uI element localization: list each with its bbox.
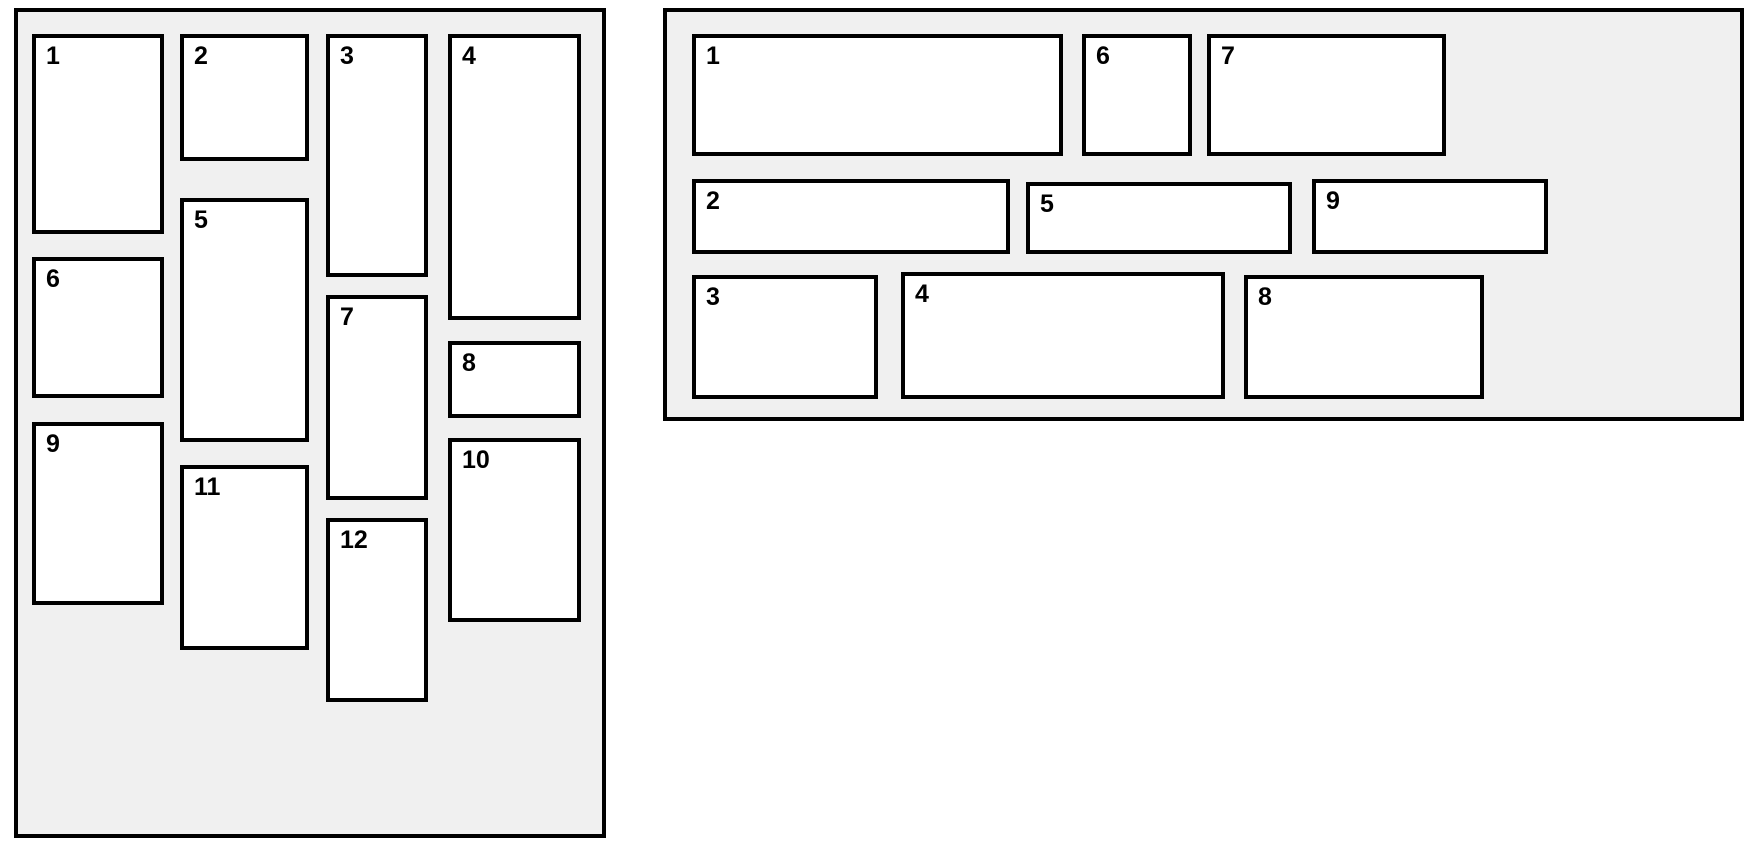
cell-1[interactable]: 1 — [32, 34, 164, 234]
cell-8[interactable]: 8 — [448, 341, 581, 418]
cell-label: 2 — [706, 187, 720, 215]
cell-label: 9 — [46, 430, 60, 458]
cell-label: 4 — [915, 280, 929, 308]
cell-5[interactable]: 5 — [1026, 182, 1292, 254]
cell-10[interactable]: 10 — [448, 438, 581, 622]
cell-4[interactable]: 4 — [448, 34, 581, 320]
cell-label: 2 — [194, 42, 208, 70]
cell-7[interactable]: 7 — [1207, 34, 1446, 156]
cell-5[interactable]: 5 — [180, 198, 309, 442]
cell-label: 5 — [1040, 190, 1054, 218]
cell-11[interactable]: 11 — [180, 465, 309, 650]
cell-label: 1 — [46, 42, 60, 70]
cell-label: 4 — [462, 42, 476, 70]
cell-2[interactable]: 2 — [180, 34, 309, 161]
cell-2[interactable]: 2 — [692, 179, 1010, 254]
cell-label: 3 — [340, 42, 354, 70]
cell-12[interactable]: 12 — [326, 518, 428, 702]
cell-label: 11 — [194, 473, 221, 501]
cell-8[interactable]: 8 — [1244, 275, 1484, 399]
cell-label: 9 — [1326, 187, 1340, 215]
cell-1[interactable]: 1 — [692, 34, 1063, 156]
cell-label: 5 — [194, 206, 208, 234]
cell-3[interactable]: 3 — [326, 34, 428, 277]
cell-label: 8 — [1258, 283, 1272, 311]
cell-label: 12 — [340, 526, 368, 554]
cell-7[interactable]: 7 — [326, 295, 428, 500]
cell-label: 6 — [1096, 42, 1110, 70]
cell-label: 10 — [462, 446, 490, 474]
cell-6[interactable]: 6 — [1082, 34, 1192, 156]
cell-6[interactable]: 6 — [32, 257, 164, 398]
cell-9[interactable]: 9 — [32, 422, 164, 605]
cell-label: 8 — [462, 349, 476, 377]
cell-4[interactable]: 4 — [901, 272, 1225, 399]
cell-label: 3 — [706, 283, 720, 311]
cell-3[interactable]: 3 — [692, 275, 878, 399]
cell-label: 1 — [706, 42, 720, 70]
cell-label: 7 — [340, 303, 354, 331]
cell-9[interactable]: 9 — [1312, 179, 1548, 254]
right-panel: 1 6 7 2 5 9 3 4 8 — [663, 8, 1744, 421]
cell-label: 6 — [46, 265, 60, 293]
cell-label: 7 — [1221, 42, 1235, 70]
